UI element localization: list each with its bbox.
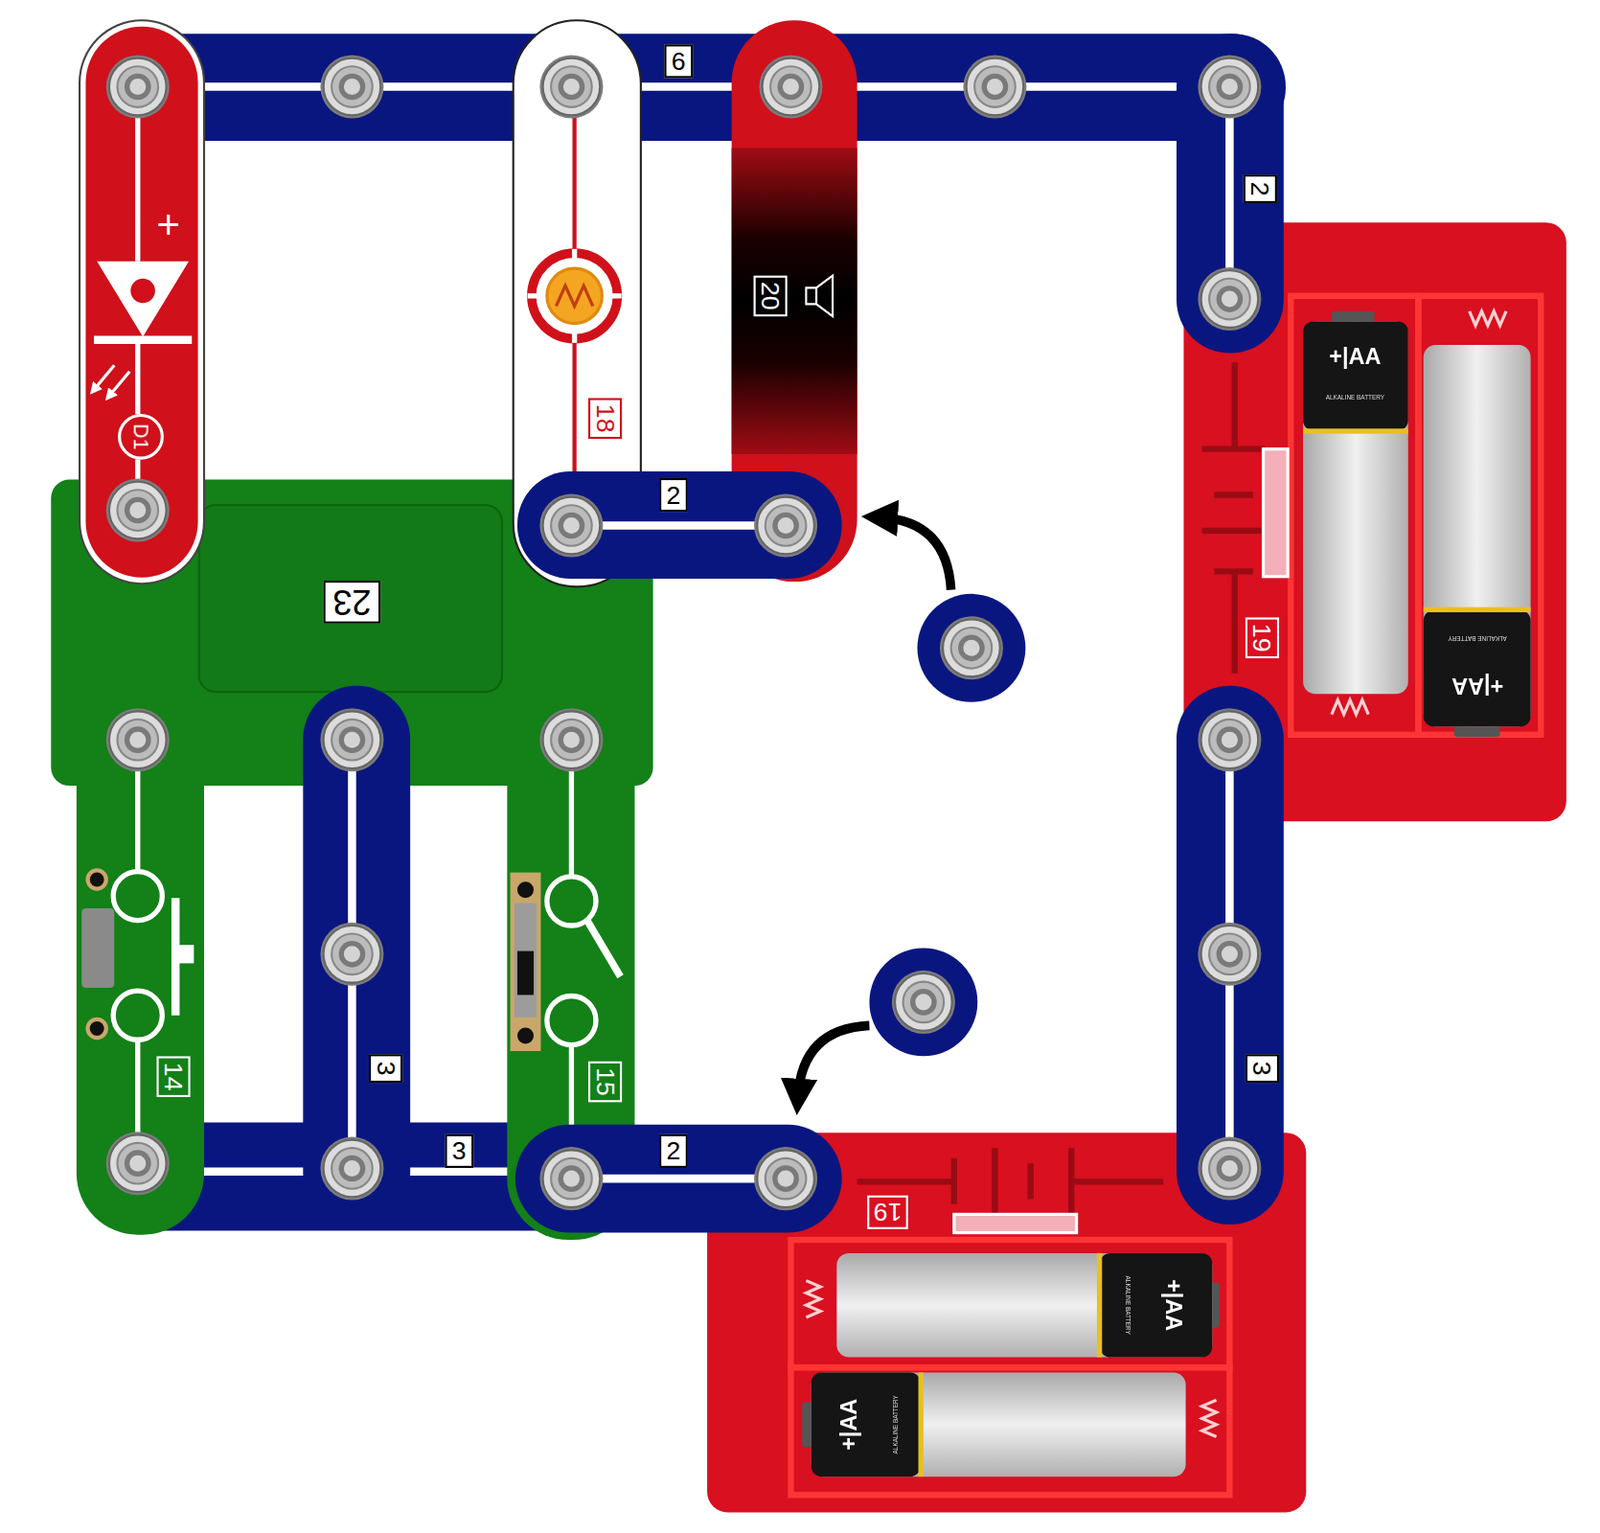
- wire-3: [302, 685, 411, 1227]
- battery-label: +|AA: [837, 1398, 860, 1451]
- part-number: 20: [754, 275, 788, 317]
- part-number: 19: [1245, 617, 1280, 658]
- battery-brand: ALKALINE BATTERY: [1325, 394, 1385, 401]
- wire-2: [515, 1124, 843, 1234]
- polarity-mark: +: [156, 204, 181, 246]
- wire-2: [1176, 33, 1284, 353]
- part-number: 2: [659, 478, 688, 512]
- battery-label: +|AA: [1328, 345, 1381, 368]
- part-number: 15: [588, 1061, 622, 1102]
- part-number: 3: [444, 1134, 474, 1168]
- battery-brand: ALKALINE BATTERY: [1448, 634, 1508, 640]
- part-number: 19: [867, 1195, 908, 1230]
- part-number: 23: [323, 580, 381, 624]
- battery-holder: [1183, 222, 1566, 822]
- part-number: 14: [156, 1055, 190, 1097]
- battery-label: +|AA: [1162, 1279, 1185, 1331]
- wire-3: [1176, 685, 1284, 1225]
- snap-connector: [106, 55, 1262, 1212]
- battery-label: +|AA: [1451, 674, 1504, 697]
- part-number: 2: [1243, 174, 1278, 204]
- part-number: 2: [659, 1134, 688, 1168]
- part-designator: D1: [130, 423, 151, 450]
- battery-holder: [707, 1132, 1306, 1512]
- part-number: 3: [368, 1053, 403, 1083]
- battery-brand: ALKALINE BATTERY: [1124, 1276, 1131, 1335]
- led-symbol: [78, 19, 206, 585]
- part-number: 18: [588, 397, 622, 438]
- part-number: 3: [1245, 1053, 1280, 1083]
- wire-6: [87, 33, 1286, 141]
- wire-2: [517, 471, 843, 579]
- battery-brand: ALKALINE BATTERY: [892, 1394, 899, 1454]
- loose-snap: [798, 517, 1027, 1098]
- part-number: 6: [663, 44, 693, 78]
